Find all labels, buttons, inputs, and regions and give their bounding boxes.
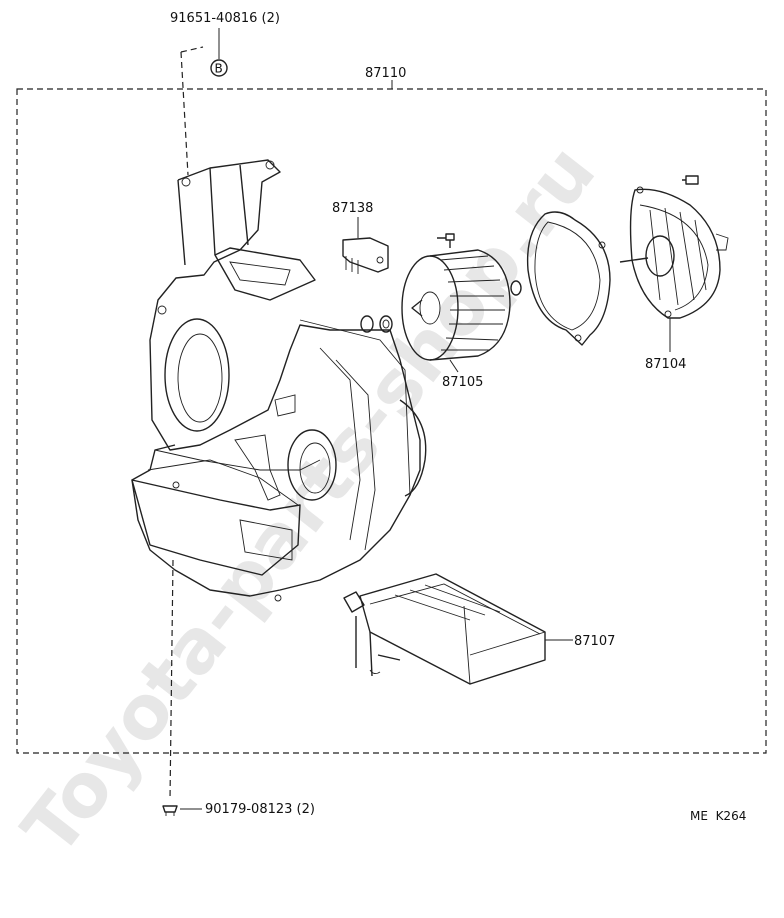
bolt-top-dash-line xyxy=(180,51,189,176)
blower-motor-drawing xyxy=(619,186,729,319)
bolt-marker-letter: B xyxy=(215,62,223,76)
resistor-drawing xyxy=(342,237,389,274)
bolt-marker-b: B xyxy=(210,59,228,77)
washer-drawing xyxy=(360,280,522,333)
heater-core-drawing xyxy=(343,573,546,685)
figure-code: ME K264 xyxy=(690,809,746,823)
bolt-top-dash-line-2 xyxy=(180,46,204,53)
motor-housing-drawing xyxy=(526,211,611,346)
clip-bottom-label: 90179-08123 (2) xyxy=(205,802,315,817)
motor-label: 87104 xyxy=(645,357,686,372)
bolt-top-label: 91651-40816 (2) xyxy=(170,11,280,26)
core-label: 87107 xyxy=(574,634,615,649)
fan-leader xyxy=(449,359,459,373)
screw-drawing xyxy=(437,233,455,248)
assembly-label: 87110 xyxy=(365,66,406,81)
resistor-label: 87138 xyxy=(332,201,373,216)
clip-icon xyxy=(162,805,178,816)
blower-case-drawing xyxy=(131,159,427,602)
clip-dash-line xyxy=(169,559,174,801)
blower-fan-drawing xyxy=(401,249,511,361)
fan-label: 87105 xyxy=(442,375,483,390)
motor-screw-drawing xyxy=(682,175,699,185)
